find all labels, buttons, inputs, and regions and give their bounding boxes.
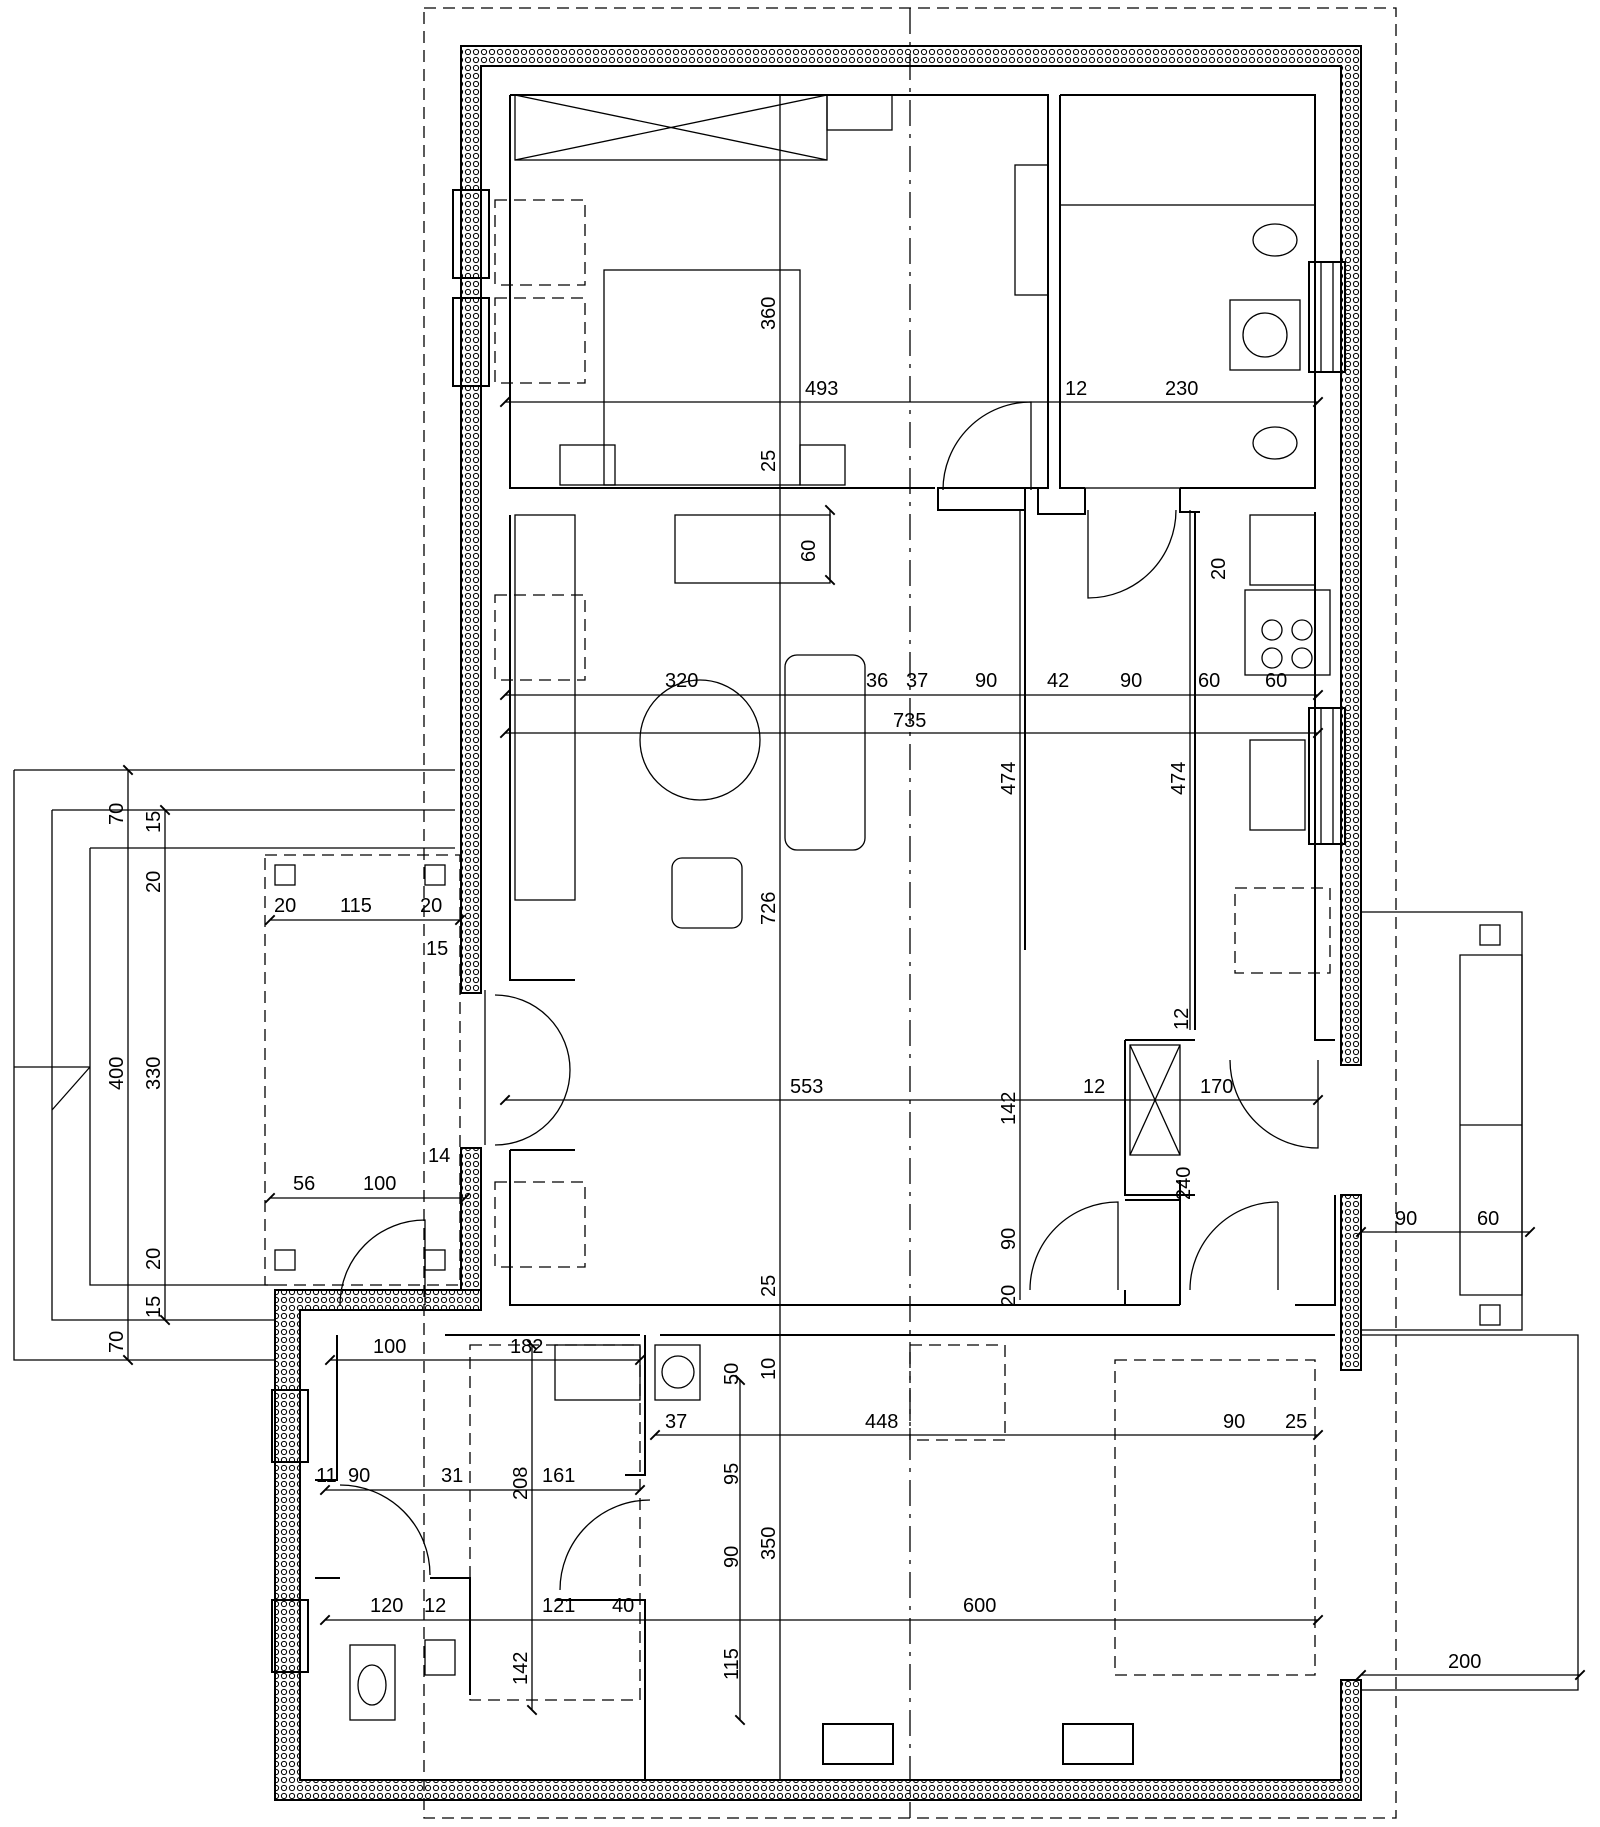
dim-12a: 12: [1065, 378, 1087, 400]
dim-90b: 90: [1120, 670, 1142, 692]
dim-330: 330: [143, 1057, 165, 1090]
dim-230: 230: [1165, 378, 1198, 400]
dim-31: 31: [441, 1465, 463, 1487]
dim-15b: 15: [143, 1296, 165, 1318]
dim-20a: 20: [143, 871, 165, 893]
terraces: [13, 769, 1579, 1691]
dim-40: 40: [612, 1595, 634, 1617]
doors: [339, 401, 1319, 1591]
dim-240: 240: [1173, 1167, 1195, 1200]
dim-12b: 12: [1083, 1076, 1105, 1098]
dim-95: 95: [721, 1463, 743, 1485]
dim-474b: 474: [1168, 762, 1190, 795]
dim-25-garage: 25: [1285, 1411, 1307, 1433]
dim-50: 50: [721, 1363, 743, 1385]
dim-90-hall: 90: [998, 1228, 1020, 1250]
dim-161: 161: [542, 1465, 575, 1487]
dim-142-wc: 142: [510, 1652, 532, 1685]
dim-100-porch: 100: [363, 1173, 396, 1195]
dim-20b: 20: [143, 1248, 165, 1270]
dim-142-hall: 142: [998, 1092, 1020, 1125]
dim-735: 735: [893, 710, 926, 732]
dim-120: 120: [370, 1595, 403, 1617]
dim-493: 493: [805, 378, 838, 400]
dim-474a: 474: [998, 762, 1020, 795]
dim-553: 553: [790, 1076, 823, 1098]
dim-11: 11: [316, 1465, 337, 1487]
windows: [271, 189, 1346, 1765]
dim-10: 10: [758, 1358, 780, 1380]
dim-15-porch: 15: [426, 938, 448, 960]
dim-60-cabinet: 60: [798, 540, 820, 562]
dim-360: 360: [758, 297, 780, 330]
dim-208: 208: [510, 1467, 532, 1500]
dim-37: 37: [906, 670, 928, 692]
dimension-lines: [122, 95, 1586, 1780]
furniture: [349, 94, 1331, 1721]
exterior-walls: [274, 45, 1362, 1801]
dim-20-hall: 20: [998, 1285, 1020, 1307]
dim-70b: 70: [106, 1331, 128, 1353]
dim-42: 42: [1047, 670, 1069, 692]
dim-90-garage: 90: [1223, 1411, 1245, 1433]
dim-90-garage-b: 90: [721, 1546, 743, 1568]
dim-90-util: 90: [348, 1465, 370, 1487]
dim-12-pantry: 12: [1171, 1008, 1193, 1030]
dim-56: 56: [293, 1173, 315, 1195]
dim-726: 726: [758, 892, 780, 925]
dim-200: 200: [1448, 1651, 1481, 1673]
dim-100-util: 100: [373, 1336, 406, 1358]
dimension-labels: 493 12 230 360 25 60 20 320 36 37 90 42 …: [106, 297, 1499, 1685]
dim-350: 350: [758, 1527, 780, 1560]
dim-37-garage: 37: [665, 1411, 687, 1433]
dim-60a: 60: [1198, 670, 1220, 692]
dim-25-living: 25: [758, 1275, 780, 1297]
dim-90-side: 90: [1395, 1208, 1417, 1230]
dim-60b: 60: [1265, 670, 1287, 692]
dim-20-porch-b: 20: [420, 895, 442, 917]
dashed-furniture: [264, 199, 1501, 1701]
dim-448: 448: [865, 1411, 898, 1433]
dim-115: 115: [340, 895, 372, 917]
dim-170: 170: [1200, 1076, 1233, 1098]
dim-14: 14: [428, 1145, 450, 1167]
dim-600: 600: [963, 1595, 996, 1617]
dim-12-wc: 12: [424, 1595, 446, 1617]
dim-25-bed: 25: [758, 450, 780, 472]
dim-60-side: 60: [1477, 1208, 1499, 1230]
dim-20-porch: 20: [274, 895, 296, 917]
dim-90a: 90: [975, 670, 997, 692]
dim-320: 320: [665, 670, 698, 692]
dim-36: 36: [866, 670, 888, 692]
dim-20-kitchen: 20: [1208, 558, 1230, 580]
dim-70a: 70: [106, 803, 128, 825]
dim-400: 400: [106, 1057, 128, 1090]
dim-115-garage: 115: [721, 1648, 743, 1680]
dim-15a: 15: [143, 811, 165, 833]
dim-121: 121: [542, 1595, 575, 1617]
dim-182: 182: [510, 1336, 543, 1358]
